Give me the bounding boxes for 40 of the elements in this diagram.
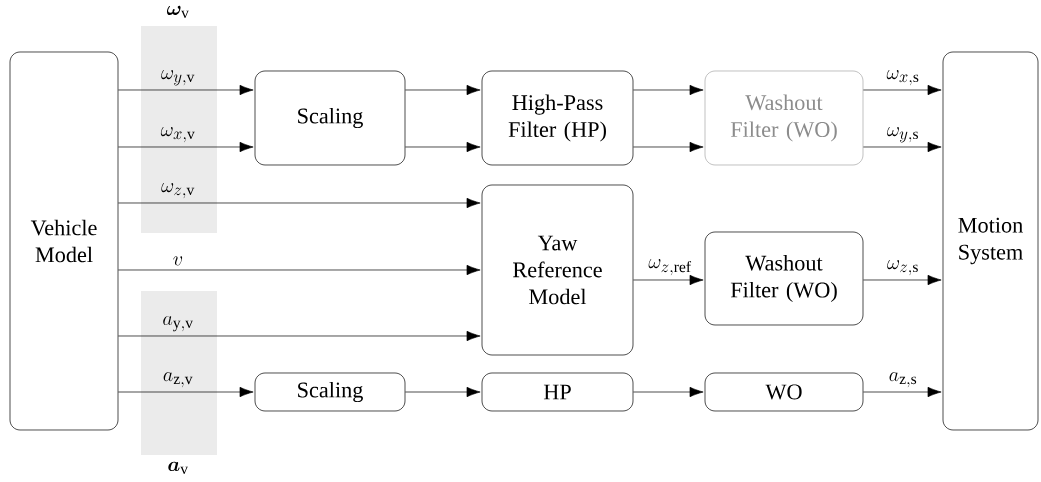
edge-label: $\omega_{z,\mathrm{v}}$ (161, 183, 195, 199)
edge-label: $\omega_{y,\mathrm{v}}$ (161, 70, 195, 86)
edge-label: $a_{\mathrm{z,s}}$ (889, 372, 917, 388)
process-box: WO (704, 372, 864, 412)
process-box: Scaling (254, 372, 406, 412)
arrow (118, 264, 481, 276)
process-box: Washout Filter (WO) (704, 70, 864, 166)
arrow (405, 141, 481, 153)
edge-label: $a_{\mathrm{y,v}}$ (163, 315, 193, 332)
arrow (863, 386, 942, 398)
arrow (863, 84, 942, 96)
arrow (405, 84, 481, 96)
arrow (863, 274, 942, 286)
process-box: HP (481, 372, 634, 412)
arrow (118, 141, 254, 153)
process-box: High-Pass Filter (HP) (481, 70, 634, 166)
process-box: Motion System (942, 51, 1039, 431)
arrow (633, 274, 704, 286)
process-box: Yaw Reference Model (481, 184, 634, 356)
arrow (405, 386, 481, 398)
arrow (633, 141, 704, 153)
edge-label: $v$ (173, 256, 183, 266)
arrow (118, 197, 481, 209)
edge-label: $\omega_{y,\mathrm{s}}$ (887, 127, 918, 143)
edge-label: $a_{\mathrm{z,v}}$ (163, 372, 193, 388)
process-box: Washout Filter (WO) (704, 231, 864, 326)
arrow (118, 330, 481, 342)
arrow (863, 141, 942, 153)
band-label: $\boldsymbol{a}_{\mathrm{v}}$ (168, 461, 188, 475)
edge-label: $\omega_{z,\mathrm{ref}}$ (648, 259, 692, 276)
process-box: Scaling (254, 70, 406, 166)
arrow (633, 84, 704, 96)
arrow (118, 386, 254, 398)
process-box: Vehicle Model (9, 51, 119, 431)
edge-label: $\omega_{z,\mathrm{s}}$ (887, 260, 918, 276)
edge-label: $\omega_{x,\mathrm{s}}$ (886, 70, 919, 86)
band-label: $\boldsymbol{\omega}_{\mathrm{v}}$ (167, 5, 189, 19)
arrow (118, 84, 254, 96)
arrow (633, 386, 704, 398)
edge-label: $\omega_{x,\mathrm{v}}$ (160, 127, 195, 143)
